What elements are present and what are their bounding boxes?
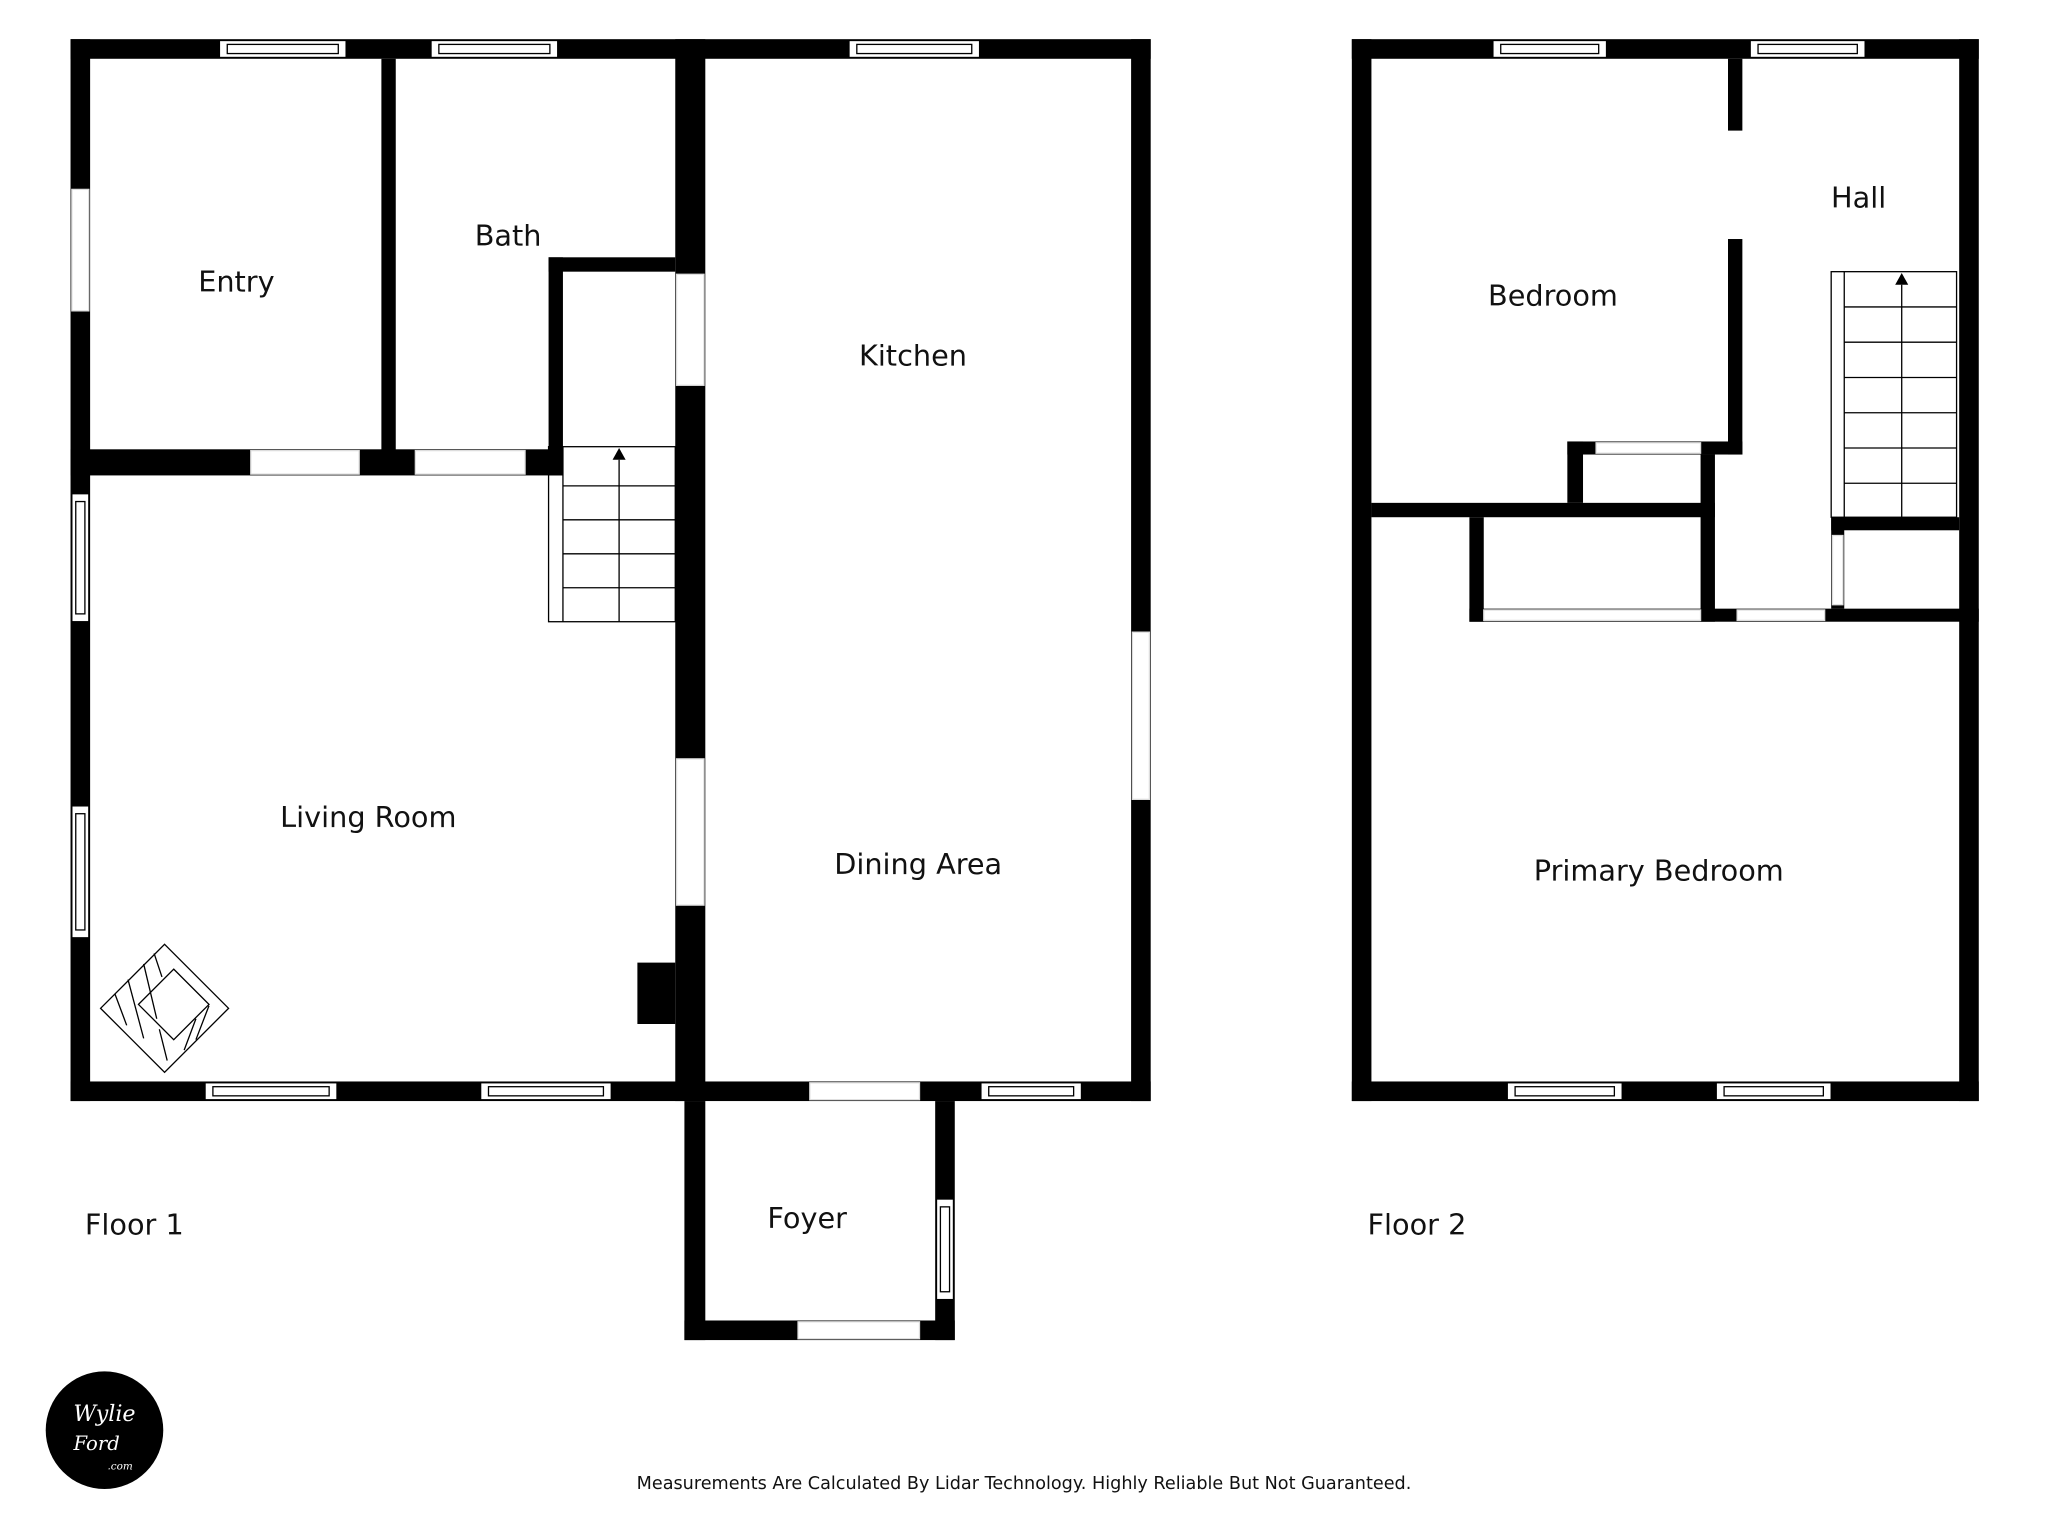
svg-text:.com: .com bbox=[107, 1460, 132, 1472]
stairs bbox=[547, 446, 676, 623]
floor-2-label: Floor 2 bbox=[1368, 1207, 1467, 1241]
floor-1-plan bbox=[70, 39, 1151, 1341]
room-label-living-room: Living Room bbox=[280, 800, 456, 834]
stairs bbox=[1830, 271, 1958, 518]
room-label-bedroom: Bedroom bbox=[1488, 279, 1618, 313]
disclaimer: Measurements Are Calculated By Lidar Tec… bbox=[637, 1474, 1412, 1494]
window bbox=[71, 39, 1083, 1101]
floor-1-label: Floor 1 bbox=[85, 1207, 184, 1241]
svg-text:Ford: Ford bbox=[73, 1432, 120, 1455]
fireplace-icon bbox=[99, 943, 230, 1074]
floor-2-plan bbox=[1351, 39, 1979, 1102]
svg-text:Wylie: Wylie bbox=[73, 1401, 135, 1427]
room-label-entry: Entry bbox=[198, 264, 274, 298]
room-label-dining-area: Dining Area bbox=[834, 847, 1002, 881]
room-label-kitchen: Kitchen bbox=[859, 339, 967, 373]
logo: Wylie Ford .com bbox=[45, 1371, 164, 1489]
room-label-foyer: Foyer bbox=[767, 1201, 847, 1235]
room-label-bath: Bath bbox=[475, 219, 542, 253]
window bbox=[1492, 39, 1866, 1101]
room-label-primary-bedroom: Primary Bedroom bbox=[1534, 853, 1784, 887]
room-label-hall: Hall bbox=[1831, 181, 1886, 215]
